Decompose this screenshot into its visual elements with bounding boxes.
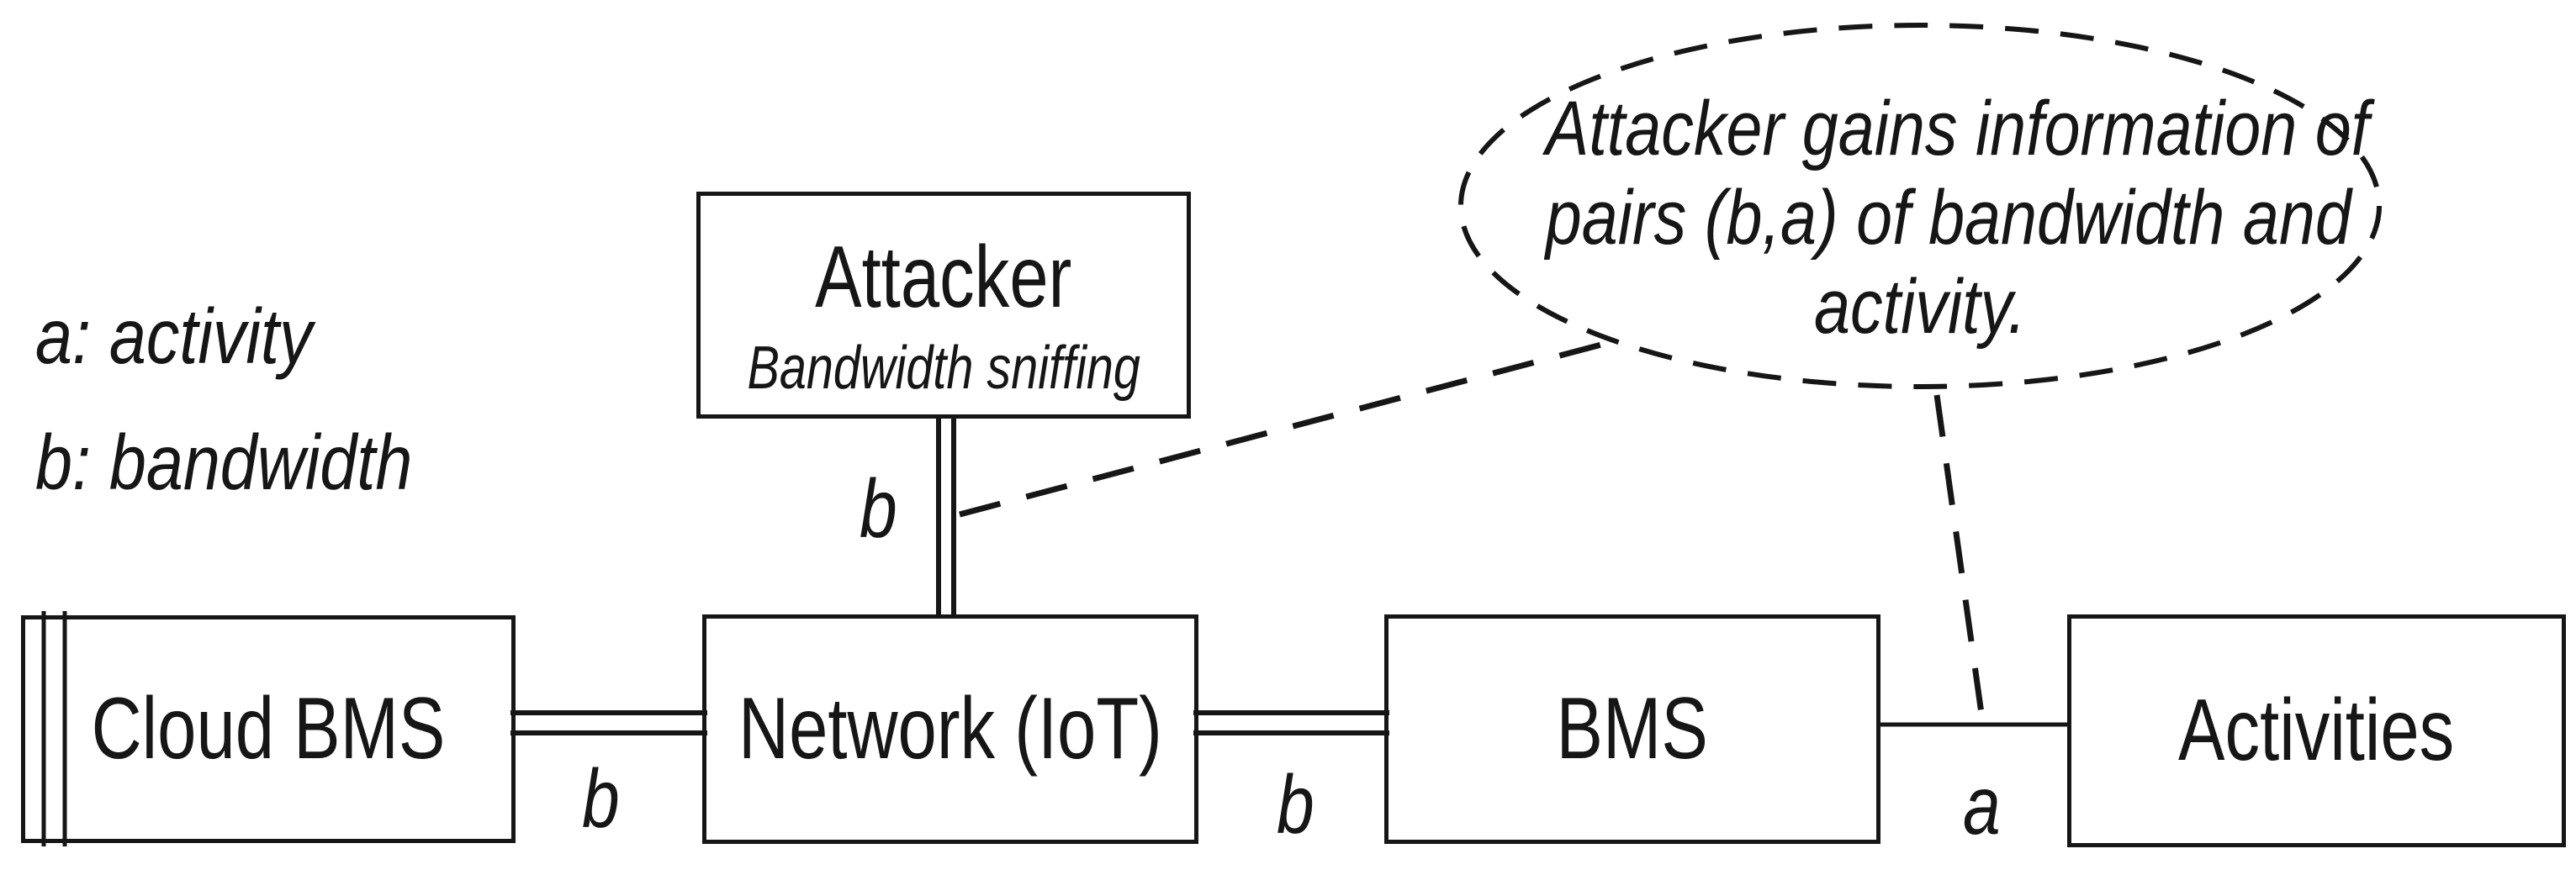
attacker-title: Attacker (783, 223, 1103, 332)
callout-text-line-2: pairs (b,a) of bandwidth and (1545, 175, 2351, 261)
cloud-bms-node: Cloud BMS (21, 615, 516, 843)
callout-text: Attacker gains information of pairs (b,a… (1474, 84, 2370, 351)
cloud-bms-label-text: Cloud BMS (91, 680, 446, 778)
callout-connector-activity-link (1933, 394, 1986, 720)
legend-activity-text: a: activity (35, 293, 313, 380)
legend-bandwidth-text: b: bandwidth (35, 419, 413, 506)
activities-label: Activities (2144, 682, 2489, 780)
bms-label-text: BMS (1556, 680, 1709, 778)
edge-label-b-attacker-network: b (860, 462, 897, 555)
callout-text-line-3: activity. (1814, 264, 2026, 350)
legend-line-activity: a: activity (35, 273, 479, 399)
edge-label-b-network-bms: b (1277, 758, 1314, 851)
activities-node: Activities (2067, 614, 2566, 847)
legend-line-bandwidth: b: bandwidth (35, 399, 479, 525)
bms-label: BMS (1537, 681, 1727, 777)
network-iot-label: Network (IoT) (685, 681, 1215, 777)
activities-label-text: Activities (2178, 682, 2455, 780)
edge-label-b-cloud-network: b (582, 752, 620, 845)
attacker-title-text: Attacker (815, 228, 1072, 326)
attacker-node: Attacker Bandwidth sniffing (696, 192, 1191, 419)
network-iot-label-text: Network (IoT) (738, 680, 1162, 778)
edge-label-a-bms-activities: a (1963, 759, 2001, 851)
attacker-subtitle: Bandwidth sniffing (698, 332, 1189, 404)
cloud-bms-label: Cloud BMS (47, 681, 489, 777)
attacker-subtitle-text: Bandwidth sniffing (747, 334, 1140, 402)
legend: a: activity b: bandwidth (35, 273, 479, 525)
network-iot-node: Network (IoT) (702, 614, 1198, 844)
bms-node: BMS (1384, 614, 1880, 844)
callout-text-line-1: Attacker gains information of (1545, 86, 2370, 171)
